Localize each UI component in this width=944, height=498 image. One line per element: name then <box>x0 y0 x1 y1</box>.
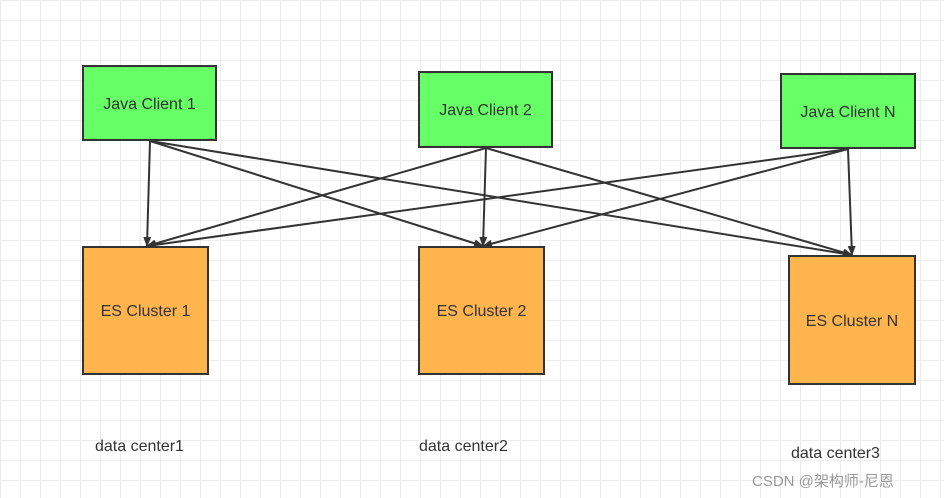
cluster-label-1: ES Cluster 1 <box>101 303 191 320</box>
edge-client3-cluster3 <box>847 148 856 256</box>
client-label-n: Java Client N <box>800 104 895 121</box>
edge-client2-cluster1 <box>146 147 487 248</box>
connection-edges <box>143 140 856 258</box>
client-node-2: Java Client 2 <box>418 71 553 148</box>
data-center-label-2: data center2 <box>419 438 508 455</box>
edge-client1-cluster1 <box>143 140 152 247</box>
client-node-1: Java Client 1 <box>82 65 217 141</box>
edge-client3-cluster2 <box>482 148 849 248</box>
data-center-label-1: data center1 <box>95 438 184 455</box>
cluster-label-2: ES Cluster 2 <box>437 303 527 320</box>
edge-client2-cluster2 <box>479 147 488 247</box>
cluster-node-1: ES Cluster 1 <box>82 246 209 375</box>
client-label-2: Java Client 2 <box>439 102 532 119</box>
cluster-node-n: ES Cluster N <box>788 255 916 385</box>
edge-client2-cluster3 <box>485 147 853 257</box>
data-center-label-3: data center3 <box>791 445 880 462</box>
edge-client1-cluster2 <box>149 140 484 248</box>
edge-client3-cluster1 <box>146 148 849 249</box>
csdn-watermark: CSDN @架构师-尼恩 <box>752 473 894 490</box>
client-label-1: Java Client 1 <box>103 96 196 113</box>
cluster-node-2: ES Cluster 2 <box>418 246 545 375</box>
cluster-label-n: ES Cluster N <box>806 313 898 330</box>
client-node-n: Java Client N <box>780 73 916 149</box>
